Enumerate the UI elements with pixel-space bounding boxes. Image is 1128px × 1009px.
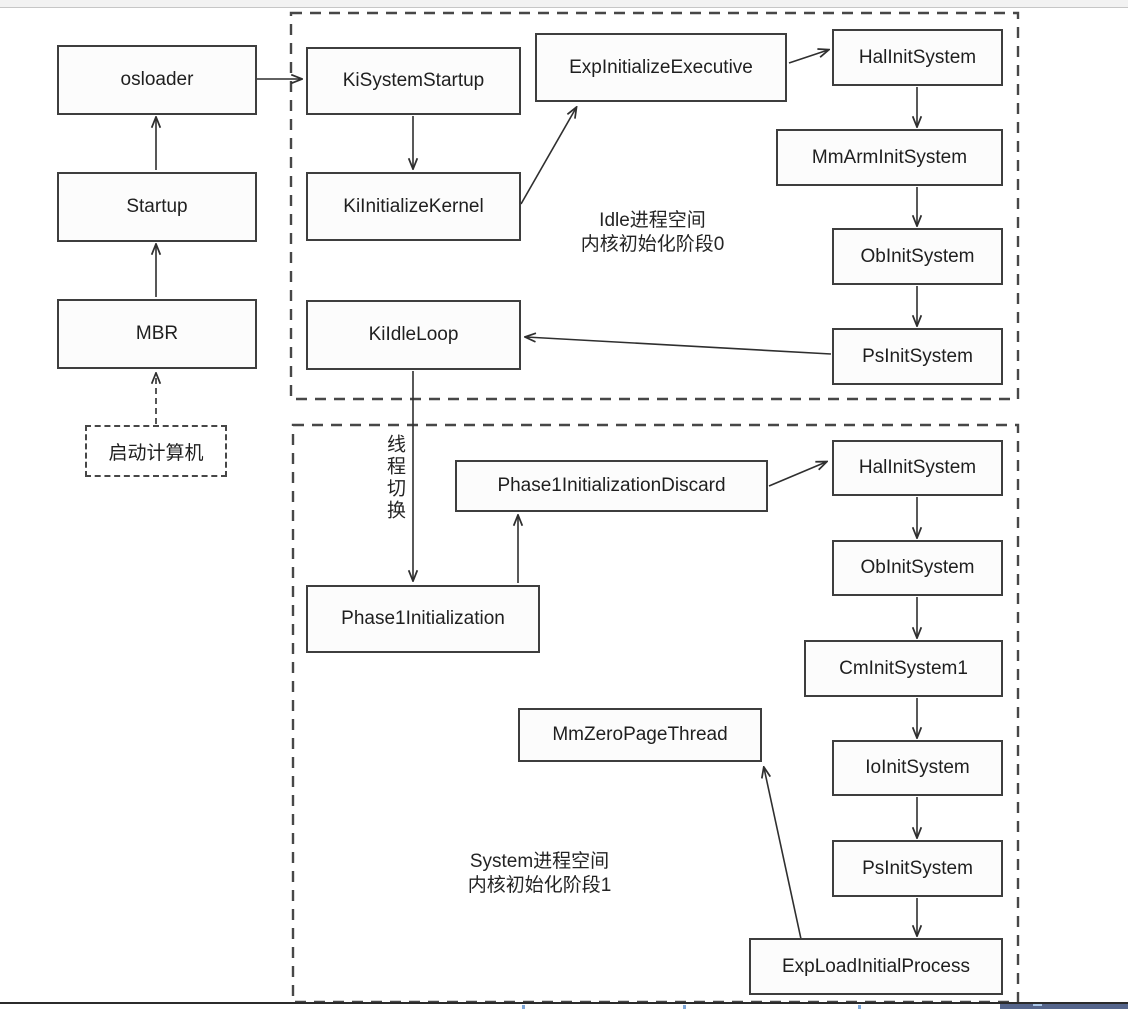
- node-mm-zero-page-thread: MmZeroPageThread: [518, 708, 762, 762]
- bottom-tick-2: [683, 1005, 686, 1009]
- node-ps-init-system-p1: PsInitSystem: [832, 840, 1003, 897]
- phase1-label-line1: System进程空间: [469, 851, 610, 872]
- bottom-tick-3: [858, 1005, 861, 1009]
- node-ob-init-system-p0: ObInitSystem: [832, 228, 1003, 285]
- node-boot-computer: 启动计算机: [85, 425, 227, 477]
- edge-discard-to-halinitsystem: [768, 462, 826, 487]
- node-phase1-initialization: Phase1Initialization: [306, 585, 540, 653]
- phase1-region-border: [291, 423, 1020, 1004]
- node-io-init-system: IoInitSystem: [832, 740, 1003, 796]
- window-top-strip: [0, 0, 1128, 8]
- node-ki-system-startup: KiSystemStartup: [306, 47, 521, 115]
- thread-switch-label: 线程切换: [384, 434, 405, 522]
- edge-kiinitializekernel-to-expinitializeexecutive: [520, 108, 576, 205]
- node-mm-arm-init-system: MmArmInitSystem: [776, 129, 1003, 186]
- node-startup: Startup: [57, 172, 257, 242]
- node-mbr: MBR: [57, 299, 257, 369]
- node-exp-load-initial-process: ExpLoadInitialProcess: [749, 938, 1003, 995]
- node-cm-init-system1: CmInitSystem1: [804, 640, 1003, 697]
- phase1-label-line2: 内核初始化阶段1: [467, 875, 612, 896]
- bottom-tick-1: [522, 1005, 525, 1009]
- window-bottom-edge: [0, 1002, 1128, 1004]
- bottom-scrollbar-accent: [1033, 1004, 1042, 1006]
- bottom-scrollbar-fragment[interactable]: [1000, 1004, 1128, 1009]
- node-hal-init-system-p0: HalInitSystem: [832, 29, 1003, 86]
- node-osloader: osloader: [57, 45, 257, 115]
- node-ki-initialize-kernel: KiInitializeKernel: [306, 172, 521, 241]
- node-exp-initialize-executive: ExpInitializeExecutive: [535, 33, 787, 102]
- phase0-region-border: [289, 11, 1020, 401]
- node-ki-idle-loop: KiIdleLoop: [306, 300, 521, 370]
- edge-psinitsystem-to-kiidleloop: [526, 337, 832, 355]
- node-hal-init-system-p1: HalInitSystem: [832, 440, 1003, 496]
- edge-exploadinitialprocess-to-mmzeropagethread: [764, 768, 802, 940]
- phase0-label-line2: 内核初始化阶段0: [580, 234, 725, 255]
- node-ob-init-system-p1: ObInitSystem: [832, 540, 1003, 596]
- edge-expinitializeexecutive-to-halinitsystem: [788, 50, 828, 64]
- phase1-region-label: System进程空间 内核初始化阶段1: [432, 850, 647, 898]
- phase0-region-label: Idle进程空间 内核初始化阶段0: [545, 209, 760, 257]
- node-ps-init-system-p0: PsInitSystem: [832, 328, 1003, 385]
- phase0-label-line1: Idle进程空间: [599, 210, 706, 231]
- node-phase1-initialization-discard: Phase1InitializationDiscard: [455, 460, 768, 512]
